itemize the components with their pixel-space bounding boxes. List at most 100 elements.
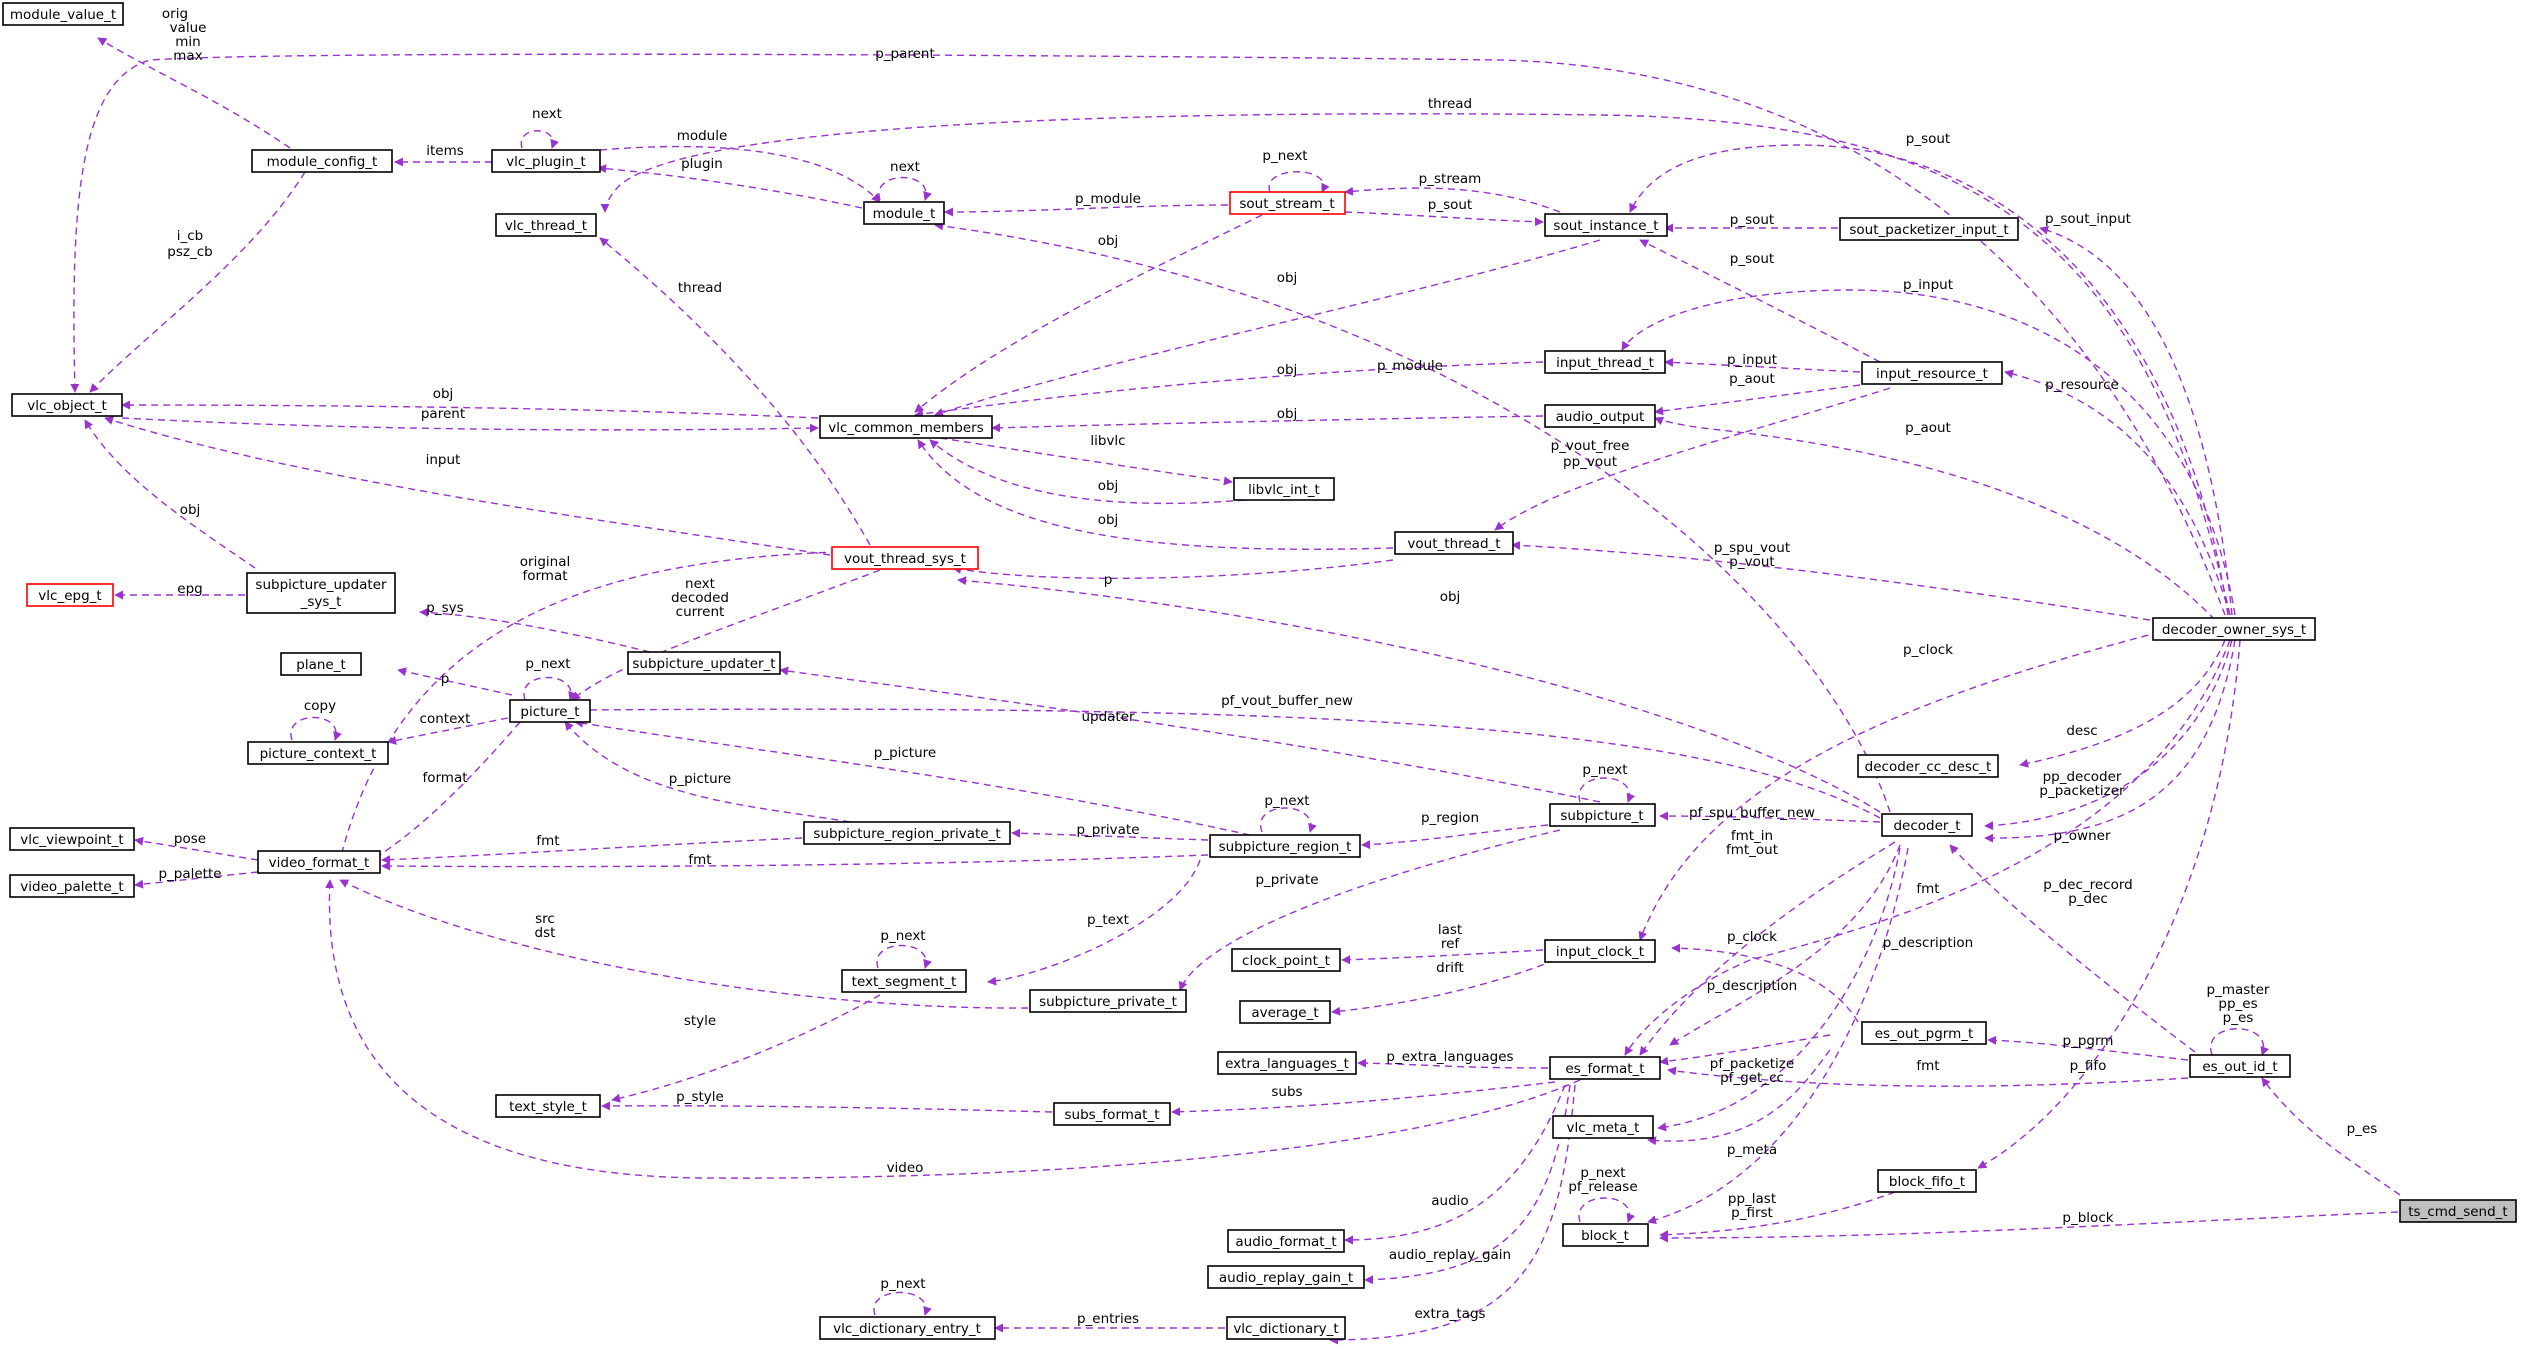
node-audio-output[interactable]: audio_output xyxy=(1544,404,1656,428)
node-vlc-dictionary-entry-t[interactable]: vlc_dictionary_entry_t xyxy=(819,1316,996,1340)
node-sout-instance-t[interactable]: sout_instance_t xyxy=(1544,213,1668,237)
edge-label-obj-ao: obj xyxy=(1277,406,1298,422)
node-sout-packetizer-input-t[interactable]: sout_packetizer_input_t xyxy=(1839,217,2019,241)
edge-label-fmt-out: fmt_out xyxy=(1726,842,1778,858)
node-es-format-t[interactable]: es_format_t xyxy=(1549,1056,1661,1080)
edge-label-fmt-dec: fmt xyxy=(1916,881,1939,897)
node-vlc-plugin-t[interactable]: vlc_plugin_t xyxy=(491,149,601,173)
edge-region-to-picture xyxy=(574,718,1251,836)
svg-text:subpicture_region_t: subpicture_region_t xyxy=(1219,839,1352,855)
node-subpicture-updater-t[interactable]: subpicture_updater_t xyxy=(627,651,781,675)
edge-label-obj-updater: obj xyxy=(180,502,201,518)
node-module-config-t[interactable]: module_config_t xyxy=(251,149,393,173)
edge-sout-instance-to-common xyxy=(934,239,1601,417)
node-plane-t[interactable]: plane_t xyxy=(280,652,362,676)
node-sout-stream-t[interactable]: sout_stream_t xyxy=(1229,191,1346,215)
edge-label-drift: drift xyxy=(1436,960,1464,976)
edge-label-p-spu-vout: p_spu_vout xyxy=(1714,540,1790,556)
edge-subpic-private-to-video-format xyxy=(339,879,1029,1009)
edge-label-p-description-pgrm: p_description xyxy=(1707,978,1797,994)
node-input-thread-t[interactable]: input_thread_t xyxy=(1544,350,1666,374)
edge-label-p-entries: p_entries xyxy=(1077,1311,1139,1327)
node-subpicture-updater-sys-t[interactable]: subpicture_updater_sys_t xyxy=(246,572,396,614)
node-extra-languages-t[interactable]: extra_languages_t xyxy=(1217,1051,1357,1075)
svg-text:sout_packetizer_input_t: sout_packetizer_input_t xyxy=(1849,222,2008,238)
node-subpicture-t[interactable]: subpicture_t xyxy=(1549,803,1656,827)
edge-label-pp-vout: pp_vout xyxy=(1563,454,1617,470)
node-decoder-owner-sys-t[interactable]: decoder_owner_sys_t xyxy=(2152,617,2316,641)
edge-label-value: value xyxy=(170,20,207,36)
edge-es-format-to-audio xyxy=(1344,1084,1566,1245)
edge-region-to-region-private xyxy=(1011,828,1209,841)
node-es-out-pgrm-t[interactable]: es_out_pgrm_t xyxy=(1861,1021,1987,1045)
node-decoder-t[interactable]: decoder_t xyxy=(1881,813,1973,837)
node-vout-thread-t[interactable]: vout_thread_t xyxy=(1394,531,1514,555)
node-vlc-viewpoint-t[interactable]: vlc_viewpoint_t xyxy=(9,827,135,851)
edge-module-config-to-vlc-object xyxy=(89,171,306,393)
edge-label-p-sout-ir: p_sout xyxy=(1730,251,1774,267)
edge-pgrm-to-clock xyxy=(1671,943,1859,1023)
edge-decoder-to-vlc-meta xyxy=(1657,847,1901,1132)
edge-label-p-es-self: p_es xyxy=(2223,1010,2254,1026)
svg-text:text_segment_t: text_segment_t xyxy=(852,974,957,990)
edge-owner-to-input-thread xyxy=(1621,289,2236,616)
edge-label-p-dec-record: p_dec_record xyxy=(2043,877,2133,893)
edge-subs-to-text-style xyxy=(601,1101,1053,1113)
edge-label-context: context xyxy=(420,711,471,727)
edge-label-obj-decoder: obj xyxy=(1440,589,1461,605)
node-clock-point-t[interactable]: clock_point_t xyxy=(1231,948,1341,972)
node-average-t[interactable]: average_t xyxy=(1239,1000,1331,1024)
edge-label-p-picture-private: p_picture xyxy=(669,771,731,787)
node-subpicture-region-t[interactable]: subpicture_region_t xyxy=(1209,834,1361,858)
edge-label-fmt-private: fmt xyxy=(536,833,559,849)
node-vlc-common-members[interactable]: vlc_common_members xyxy=(819,415,993,439)
node-decoder-cc-desc-t[interactable]: decoder_cc_desc_t xyxy=(1857,754,1999,778)
edge-owner-to-cc-desc xyxy=(2019,639,2226,768)
svg-text:vlc_plugin_t: vlc_plugin_t xyxy=(506,154,586,170)
svg-text:vlc_epg_t: vlc_epg_t xyxy=(38,588,101,604)
edge-region-to-video-format xyxy=(381,854,1209,871)
edge-sout-instance-to-sout-stream xyxy=(1344,186,1561,213)
node-libvlc-int-t[interactable]: libvlc_int_t xyxy=(1233,477,1335,501)
node-video-palette-t[interactable]: video_palette_t xyxy=(9,874,135,898)
node-text-style-t[interactable]: text_style_t xyxy=(495,1094,601,1118)
node-video-format-t[interactable]: video_format_t xyxy=(257,850,381,874)
node-vlc-object-t[interactable]: vlc_object_t xyxy=(11,393,123,417)
node-vlc-epg-t[interactable]: vlc_epg_t xyxy=(26,583,114,607)
svg-text:sout_instance_t: sout_instance_t xyxy=(1553,218,1658,234)
node-audio-replay-gain-t[interactable]: audio_replay_gain_t xyxy=(1207,1265,1365,1289)
edge-owner-to-es-format xyxy=(1624,639,2231,1056)
svg-text:es_format_t: es_format_t xyxy=(1565,1061,1644,1077)
node-audio-format-t[interactable]: audio_format_t xyxy=(1227,1229,1345,1253)
node-subpicture-region-private-t[interactable]: subpicture_region_private_t xyxy=(803,821,1011,845)
node-es-out-id-t[interactable]: es_out_id_t xyxy=(2189,1054,2291,1078)
edge-label-fmt-es: fmt xyxy=(1916,1058,1939,1074)
node-block-fifo-t[interactable]: block_fifo_t xyxy=(1877,1169,1977,1193)
edge-es-format-to-video-format xyxy=(325,879,1581,1179)
node-module-t[interactable]: module_t xyxy=(863,201,945,225)
svg-text:extra_languages_t: extra_languages_t xyxy=(1225,1056,1349,1072)
edge-label-obj-left: obj xyxy=(433,386,454,402)
node-vlc-dictionary-t[interactable]: vlc_dictionary_t xyxy=(1226,1316,1346,1340)
node-block-t[interactable]: block_t xyxy=(1562,1223,1649,1247)
node-vout-thread-sys-t[interactable]: vout_thread_sys_t xyxy=(831,546,979,570)
edge-label-pf-release: pf_release xyxy=(1568,1179,1637,1195)
edge-label-p-module-it: p_module xyxy=(1377,358,1443,374)
node-picture-t[interactable]: picture_t xyxy=(509,699,591,723)
svg-text:subpicture_region_private_t: subpicture_region_private_t xyxy=(813,826,1000,842)
node-vlc-thread-t[interactable]: vlc_thread_t xyxy=(495,213,597,237)
node-picture-context-t[interactable]: picture_context_t xyxy=(247,741,389,765)
node-text-segment-t[interactable]: text_segment_t xyxy=(841,969,967,993)
node-ts-cmd-send-t[interactable]: ts_cmd_send_t xyxy=(2399,1199,2517,1223)
node-vlc-meta-t[interactable]: vlc_meta_t xyxy=(1552,1115,1654,1139)
node-input-resource-t[interactable]: input_resource_t xyxy=(1861,361,2003,385)
edge-label-subs: subs xyxy=(1271,1084,1302,1100)
node-module-value-t[interactable]: module_value_t xyxy=(2,2,124,26)
node-input-clock-t[interactable]: input_clock_t xyxy=(1544,939,1656,963)
edge-input-thread-to-common xyxy=(914,361,1544,419)
edge-text-segment-self-next xyxy=(876,944,932,969)
node-subs-format-t[interactable]: subs_format_t xyxy=(1053,1102,1171,1126)
node-subpicture-private-t[interactable]: subpicture_private_t xyxy=(1029,989,1187,1013)
edge-label-p-es: p_es xyxy=(2347,1121,2378,1137)
svg-text:_sys_t: _sys_t xyxy=(300,594,342,610)
